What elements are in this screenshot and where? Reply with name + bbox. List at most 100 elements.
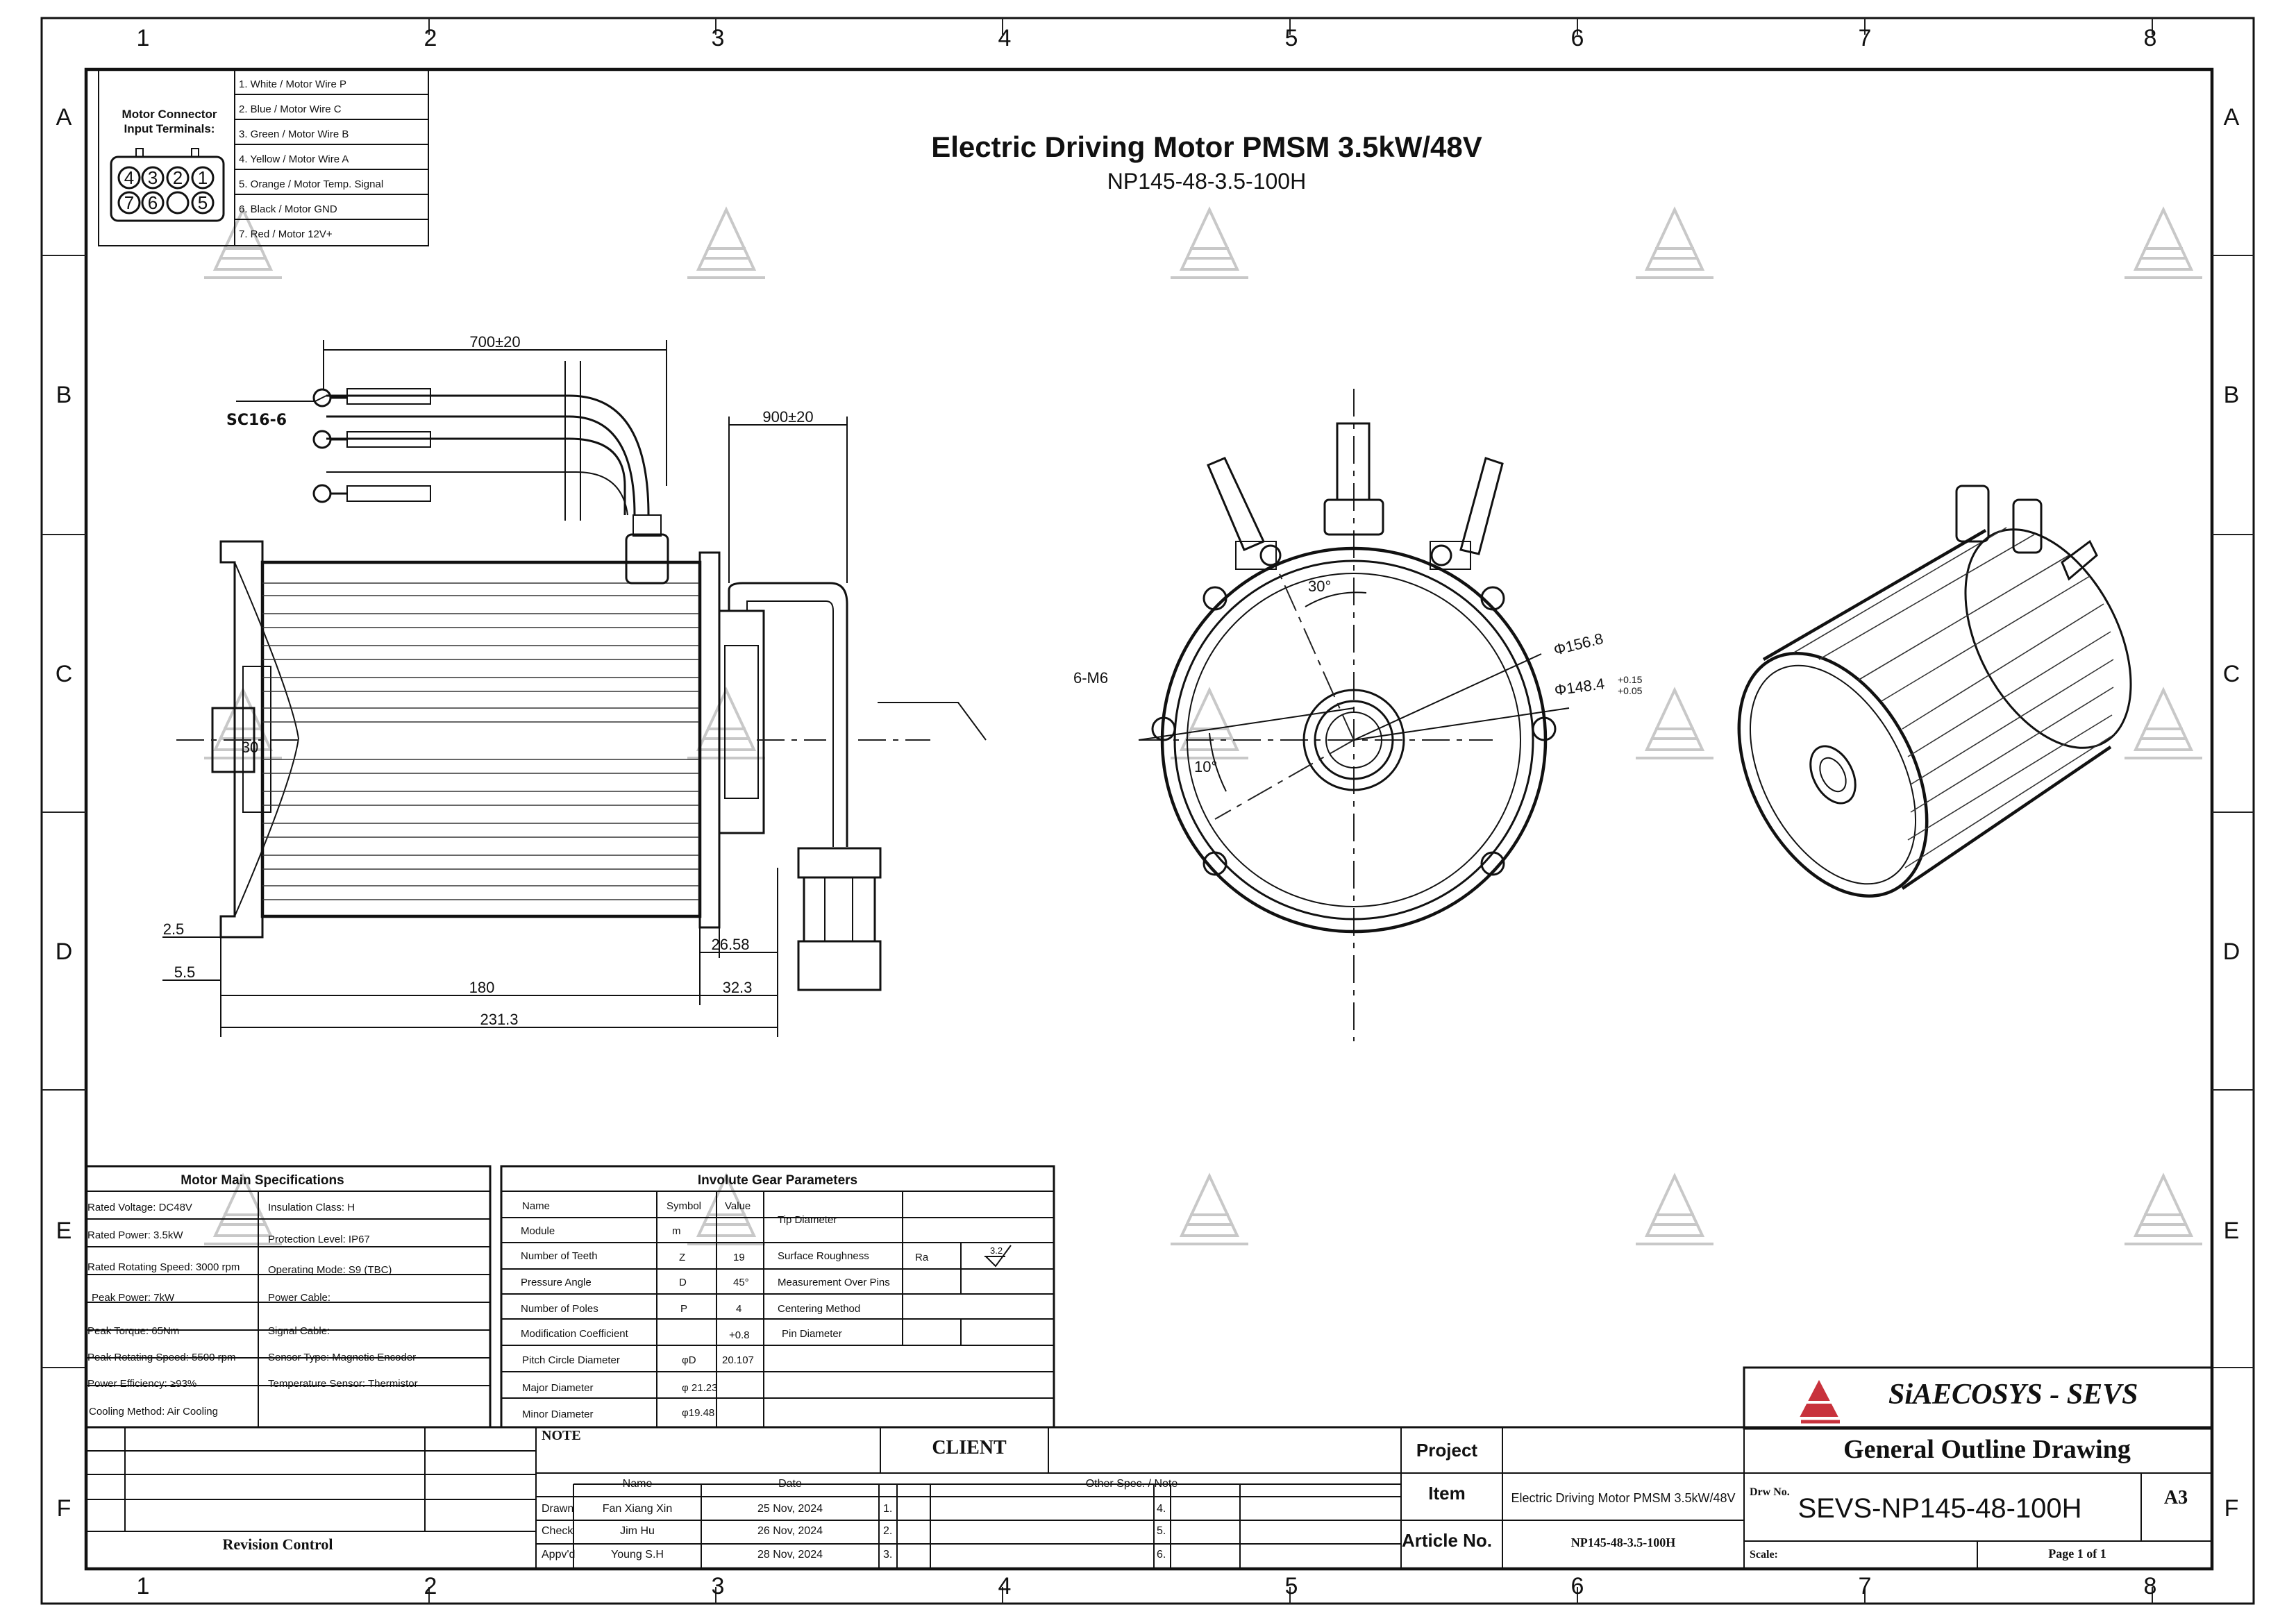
- motor-isometric-view: [1737, 485, 2132, 898]
- note-4: 4.: [1157, 1503, 1166, 1515]
- spec-cell: Sensor Type: Magnetic Encoder: [268, 1352, 416, 1363]
- approved-by-name: Young S.H: [611, 1549, 664, 1561]
- zone-col-8: 8: [2144, 25, 2157, 51]
- motor-spec-table: Motor Main Specifications Rated Voltage:…: [85, 1165, 492, 1429]
- motor-front-view: 30° 10° 6-M6 Φ156.8 Φ148.4 +0.15 +0.05: [1073, 389, 1643, 1041]
- spec-cell: Power Efficiency: ≥93%: [87, 1378, 196, 1390]
- gear-centering: Centering Method: [778, 1303, 860, 1315]
- zone-row-c: C: [56, 661, 73, 687]
- spec-cell: Signal Cable:: [268, 1325, 330, 1337]
- pin-2-label: 2: [173, 167, 183, 188]
- zone-row-b-right: B: [2224, 382, 2240, 408]
- project-label: Project: [1416, 1440, 1477, 1461]
- zone-row-b: B: [56, 382, 72, 408]
- zone-row-e: E: [56, 1218, 72, 1244]
- roughness-symbol-icon: [984, 1245, 1012, 1268]
- zone-row-d: D: [56, 939, 73, 965]
- zone-col-3-bottom: 3: [712, 1573, 725, 1599]
- drawing-number: SEVS-NP145-48-100H: [1798, 1493, 2081, 1524]
- note-2: 2.: [883, 1525, 892, 1537]
- gear-cell: 45°: [733, 1277, 749, 1288]
- approved-date: 28 Nov, 2024: [757, 1549, 823, 1561]
- gear-cell: D: [679, 1277, 687, 1288]
- gear-cell: Minor Diameter: [522, 1408, 594, 1420]
- brand-logo-icon: [1800, 1379, 1840, 1424]
- spec-cell: Cooling Method: Air Cooling: [89, 1406, 218, 1418]
- gear-cell: φ19.48: [682, 1407, 714, 1419]
- terminal-callout: SC16-6: [226, 412, 287, 429]
- gear-cell: Modification Coefficient: [521, 1328, 629, 1340]
- gear-measurement: Measurement Over Pins: [778, 1277, 890, 1288]
- drawing-title: Electric Driving Motor PMSM 3.5kW/48V: [931, 131, 1482, 163]
- connector-face-icon: 4 3 2 1 7 6 5: [110, 148, 225, 222]
- connector-label-line1: Motor Connector: [122, 108, 217, 121]
- gear-cell: Major Diameter: [522, 1382, 594, 1394]
- pin-list-item: 3. Green / Motor Wire B: [239, 128, 349, 140]
- gear-roughness-value: 3.2: [990, 1245, 1003, 1256]
- pin-list-item: 4. Yellow / Motor Wire A: [239, 153, 349, 165]
- article-value: NP145-48-3.5-100H: [1571, 1536, 1675, 1549]
- connector-pinout: Motor Connector Input Terminals: 4 3 2 1…: [98, 69, 429, 246]
- drawing-model-number: NP145-48-3.5-100H: [1107, 169, 1306, 194]
- note-3: 3.: [883, 1549, 892, 1561]
- gear-cell: 19: [733, 1252, 745, 1263]
- gear-cell: m: [672, 1225, 681, 1237]
- zone-col-5-bottom: 5: [1285, 1573, 1298, 1599]
- zone-col-6: 6: [1571, 25, 1584, 51]
- gear-header-symbol: Symbol: [667, 1200, 701, 1212]
- zone-col-8-bottom: 8: [2144, 1573, 2157, 1599]
- checked-by-name: Jim Hu: [620, 1525, 655, 1537]
- gear-cell: Number of Poles: [521, 1303, 598, 1315]
- role-drawn: Drawn: [542, 1503, 573, 1515]
- zone-col-4: 4: [998, 25, 1012, 51]
- zone-col-4-bottom: 4: [998, 1573, 1012, 1599]
- zone-col-2: 2: [424, 25, 437, 51]
- gear-surface-roughness: Surface Roughness: [778, 1250, 869, 1262]
- spec-table-title: Motor Main Specifications: [181, 1173, 344, 1188]
- gear-cell: Number of Teeth: [521, 1250, 598, 1262]
- article-label: Article No.: [1402, 1530, 1492, 1551]
- note-5: 5.: [1157, 1525, 1166, 1537]
- pin-4-label: 4: [124, 167, 134, 188]
- spec-cell: Operating Mode: S9 (TBC): [268, 1264, 392, 1276]
- note-1: 1.: [883, 1503, 892, 1515]
- spec-cell: Rated Voltage: DC48V: [87, 1202, 192, 1213]
- spec-cell: Temperature Sensor: Thermistor: [268, 1378, 418, 1390]
- zone-col-1: 1: [137, 25, 150, 51]
- spec-cell: Power Cable:: [268, 1292, 330, 1304]
- drawn-date: 25 Nov, 2024: [757, 1503, 823, 1515]
- pin-1-label: 1: [198, 167, 208, 188]
- other-spec-header: Other Spec. / Note: [1086, 1478, 1178, 1490]
- zone-col-2-bottom: 2: [424, 1573, 437, 1599]
- dim-2-5: 2.5: [163, 920, 185, 938]
- zone-col-1-bottom: 1: [137, 1573, 150, 1599]
- motor-side-view: 700±20 900±20 180 231.3 26.58 32.3 2.5 5…: [162, 333, 987, 1037]
- spec-cell: Protection Level: IP67: [268, 1234, 370, 1245]
- pin-6-label: 6: [148, 192, 158, 213]
- pin-list-item: 2. Blue / Motor Wire C: [239, 103, 342, 115]
- dim-signal-cable-length: 900±20: [762, 408, 813, 426]
- angle-10: 10°: [1194, 758, 1217, 775]
- client-label: CLIENT: [932, 1437, 1007, 1458]
- zone-row-a: A: [56, 104, 72, 131]
- dim-231-3: 231.3: [480, 1011, 518, 1028]
- zone-row-c-right: C: [2223, 661, 2240, 687]
- gear-table-title: Involute Gear Parameters: [698, 1173, 857, 1188]
- drawing-number-label: Drw No.: [1750, 1486, 1790, 1498]
- zone-col-5: 5: [1285, 25, 1298, 51]
- gear-cell: 4: [736, 1303, 741, 1315]
- page-number: Page 1 of 1: [2048, 1547, 2106, 1561]
- gear-cell: φ 21.23: [682, 1382, 717, 1394]
- dia-148-4-tol-upper: +0.15: [1618, 674, 1643, 685]
- dim-32-3: 32.3: [723, 979, 753, 996]
- gear-cell: Module: [521, 1225, 555, 1237]
- column-date-header: Date: [778, 1478, 802, 1490]
- sheet-size: A3: [2164, 1487, 2188, 1508]
- spec-cell: Peak Torque: 65Nm: [87, 1325, 179, 1337]
- dia-148-4-tol-lower: +0.05: [1618, 685, 1643, 696]
- revision-control-label: Revision Control: [222, 1536, 333, 1553]
- scale-label: Scale:: [1750, 1549, 1778, 1561]
- note-label: NOTE: [542, 1428, 581, 1443]
- zone-col-7-bottom: 7: [1859, 1573, 1872, 1599]
- zone-col-7: 7: [1859, 25, 1872, 51]
